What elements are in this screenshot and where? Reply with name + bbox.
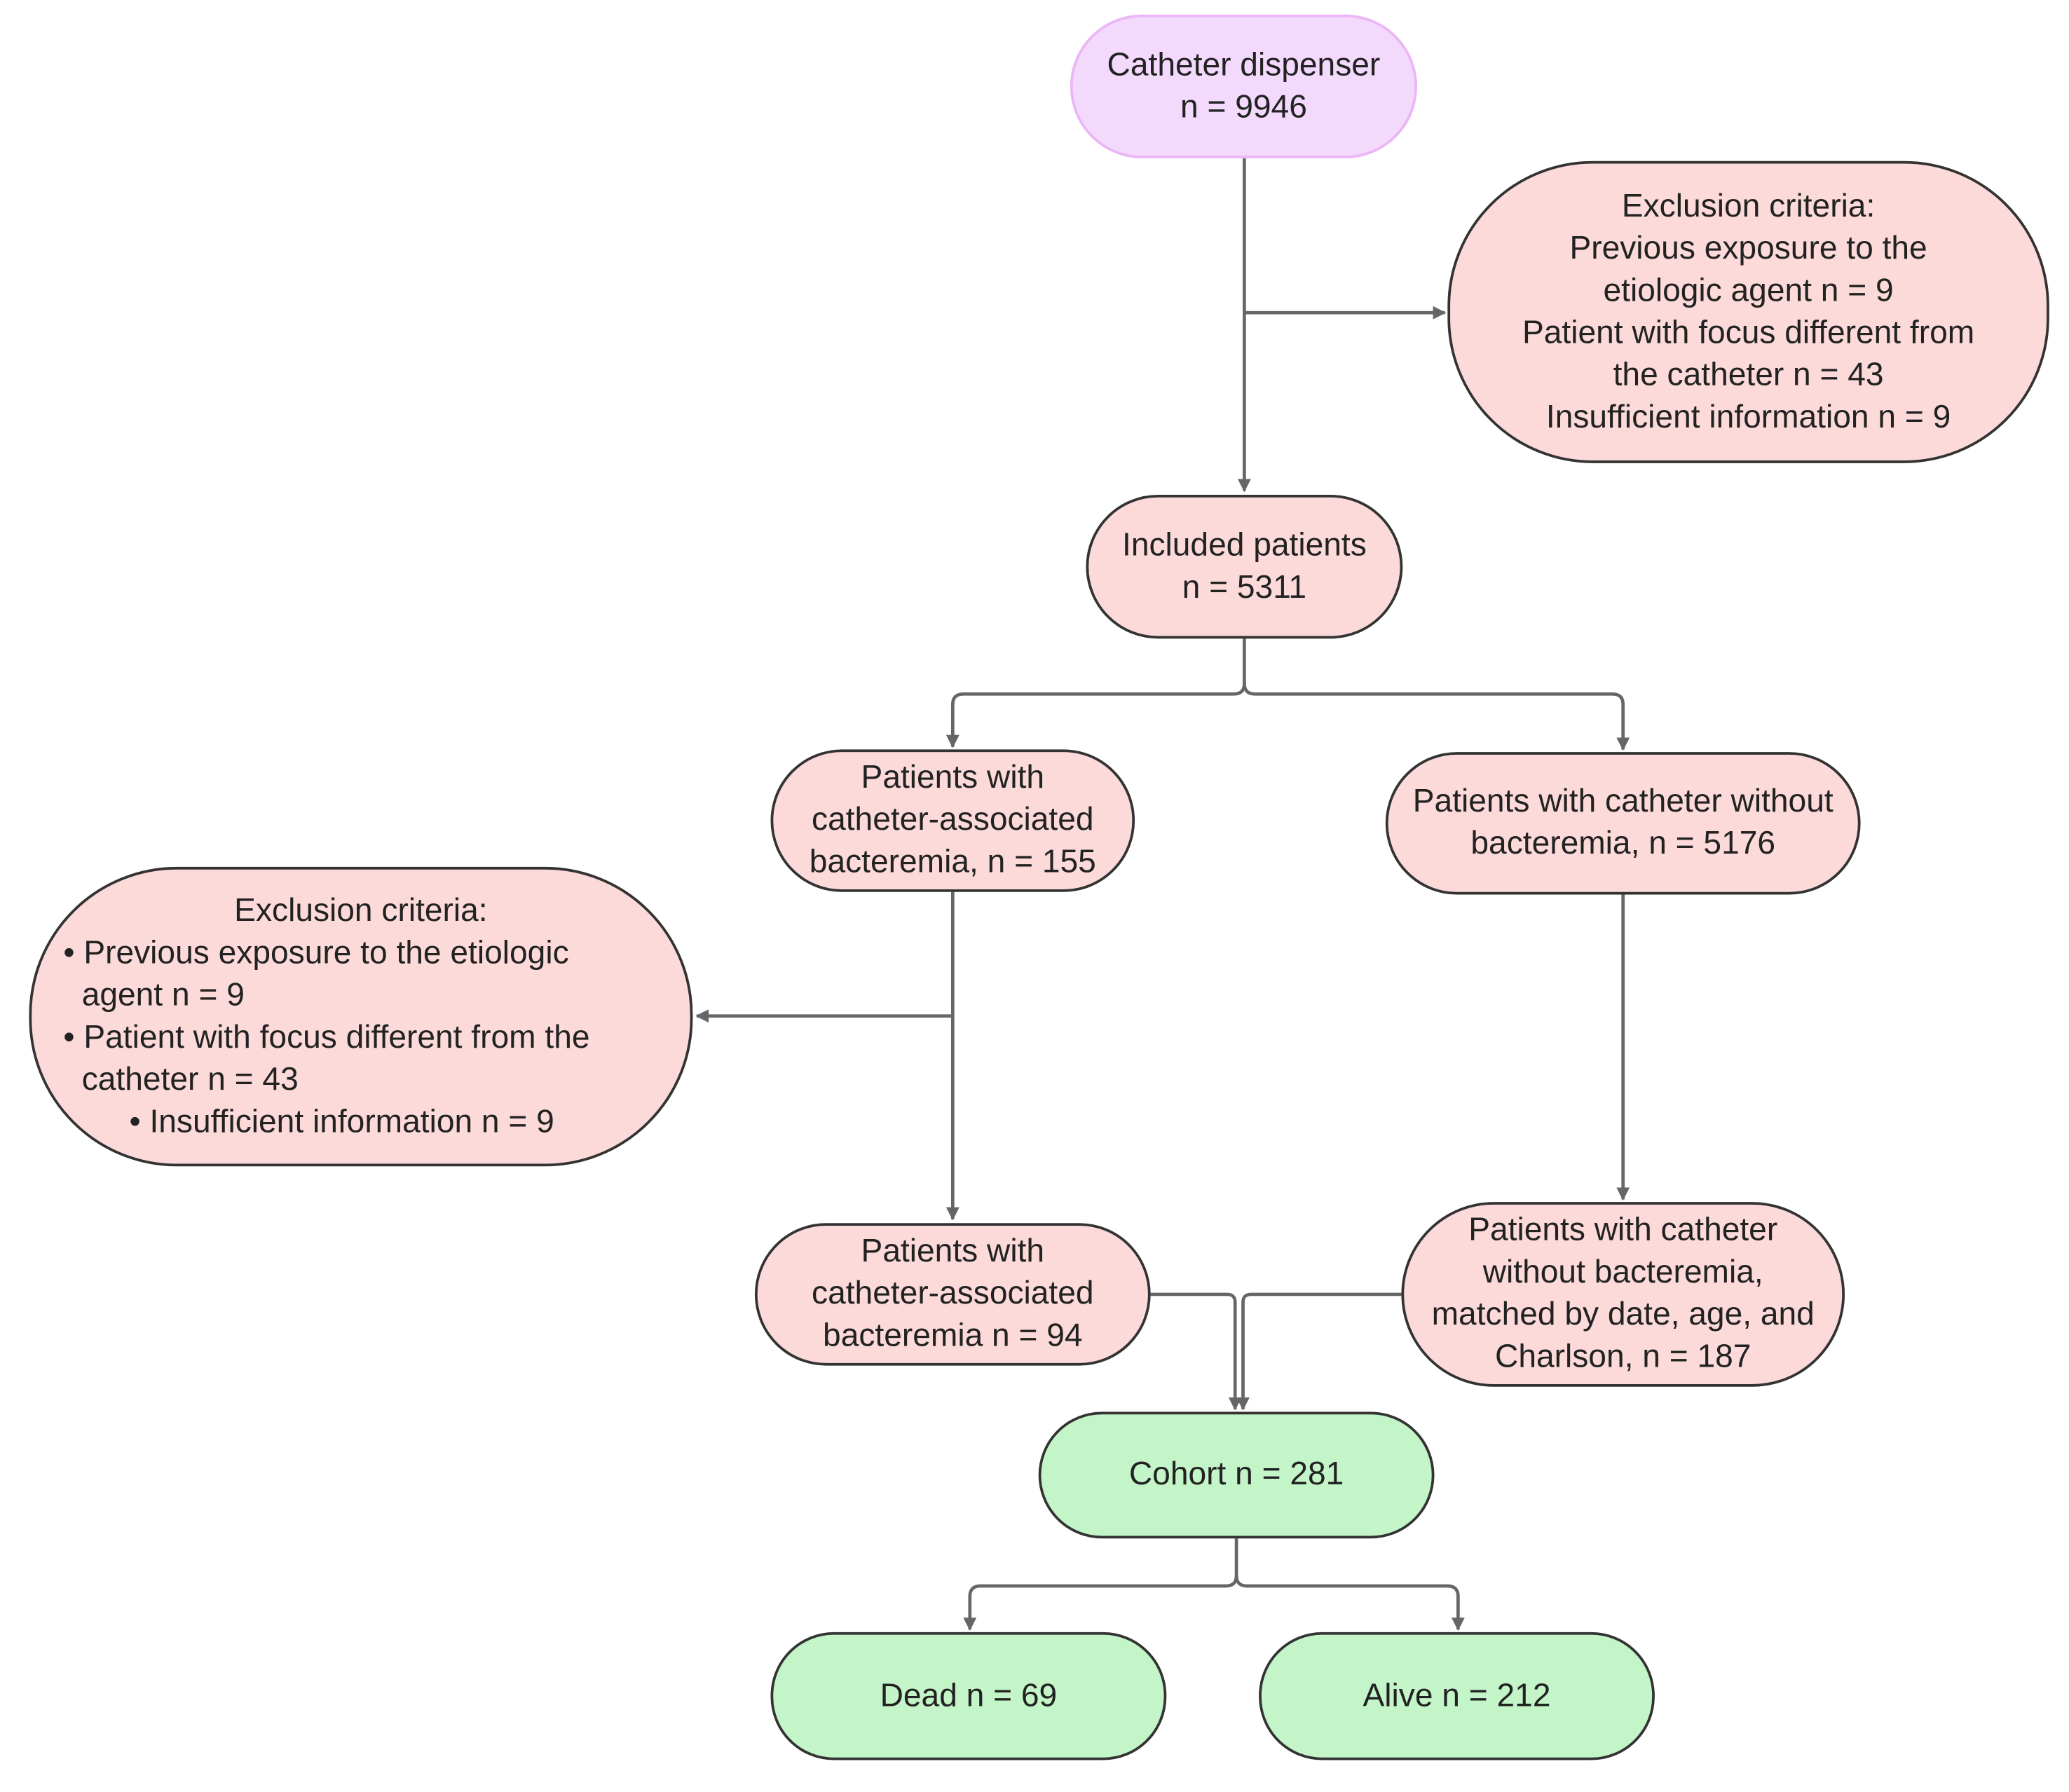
connector-matched-to-cohort	[1236, 1292, 1402, 1411]
node-text-line: catheter-associated	[812, 802, 1094, 838]
node-text-line: catheter-associated	[812, 1275, 1094, 1312]
node-text-line: agent n = 9	[81, 977, 245, 1013]
connector-cohort-to-dead	[963, 1538, 1238, 1632]
node-text-line: Catheter dispenser	[1107, 46, 1381, 83]
node-catheter-without-bacteremia-5176: Patients with catheter without bacteremi…	[1385, 752, 1861, 895]
node-text-line: the catheter n = 43	[1613, 357, 1884, 393]
node-text-line: bacteremia, n = 155	[809, 844, 1096, 880]
node-text-line: Patients with catheter without	[1412, 784, 1834, 820]
connector-cohort-to-alive	[1234, 1575, 1465, 1632]
node-text-line: Exclusion criteria:	[1621, 188, 1876, 224]
node-cohort: Cohort n = 281	[1038, 1411, 1435, 1539]
node-included-patients: Included patients n = 5311	[1086, 495, 1403, 639]
node-catheter-dispenser: Catheter dispenser n = 9946	[1070, 14, 1418, 158]
node-text-line: • Insufficient information n = 9	[129, 1103, 554, 1140]
node-text-line: Exclusion criteria:	[234, 892, 488, 929]
node-catheter-associated-bacteremia-94: Patients with catheter-associated bacter…	[754, 1223, 1151, 1366]
node-text-line: n = 9946	[1180, 89, 1307, 125]
node-text-line: Patients with	[861, 1233, 1045, 1270]
node-text-line: bacteremia, n = 5176	[1470, 826, 1776, 862]
node-text-line: without bacteremia,	[1482, 1254, 1763, 1291]
node-text-line: Charlson, n = 187	[1495, 1339, 1752, 1375]
node-text-line: Dead n = 69	[880, 1677, 1058, 1714]
node-text-line: bacteremia n = 94	[823, 1318, 1083, 1354]
node-text-line: Patients with	[861, 760, 1045, 796]
node-text-line: Patient with focus different from	[1522, 315, 1975, 350]
node-exclusion-criteria-left: Exclusion criteria: • Previous exposure …	[29, 866, 693, 1167]
node-catheter-associated-bacteremia-155: Patients with catheter-associated bacter…	[770, 749, 1135, 892]
node-text-line: Patients with catheter	[1468, 1212, 1778, 1249]
node-alive: Alive n = 212	[1259, 1632, 1655, 1760]
node-matched-without-bacteremia-187: Patients with catheter without bacteremi…	[1401, 1202, 1845, 1387]
node-text-line: Alive n = 212	[1363, 1677, 1551, 1714]
node-text-line: n = 5311	[1182, 569, 1307, 606]
node-text-line: • Previous exposure to the etiologic	[63, 934, 569, 971]
node-exclusion-criteria-top: Exclusion criteria: Previous exposure to…	[1447, 160, 2049, 463]
node-dead: Dead n = 69	[770, 1632, 1167, 1760]
node-text-line: • Patient with focus different from the	[63, 1019, 590, 1055]
connector-included-to-nobact5176	[1243, 683, 1630, 751]
node-text-line: matched by date, age, and	[1431, 1297, 1815, 1333]
node-text-line: catheter n = 43	[81, 1061, 299, 1097]
node-text-line: Included patients	[1122, 527, 1367, 563]
connector-cab94-to-cohort	[1150, 1292, 1242, 1411]
node-text-line: Cohort n = 281	[1128, 1456, 1344, 1493]
connector-included-to-cab155	[945, 638, 1246, 748]
node-text-line: Previous exposure to the	[1569, 230, 1927, 266]
node-text-line: etiologic agent n = 9	[1603, 272, 1894, 308]
node-text-line: Insufficient information n = 9	[1545, 399, 1951, 435]
